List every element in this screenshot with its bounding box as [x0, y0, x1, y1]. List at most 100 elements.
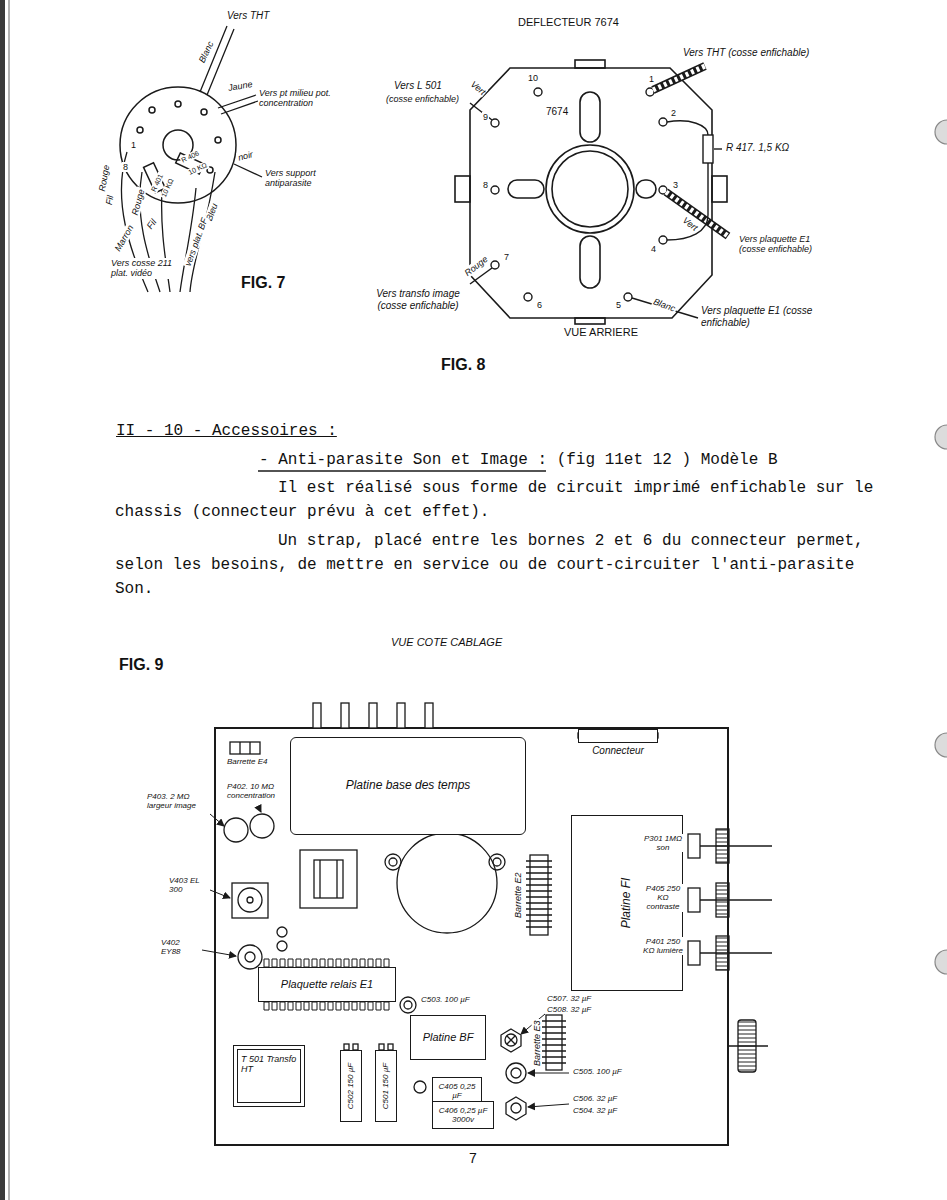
- component-outline: [506, 1097, 526, 1120]
- callout-label: R 417. 1,5 KΩ: [725, 142, 790, 154]
- shielded-wire: [666, 192, 728, 236]
- potentiometer: [716, 936, 729, 970]
- component-outline: [400, 997, 416, 1013]
- section-heading: II - 10 - Accessoires :: [115, 422, 338, 440]
- potentiometer: [688, 829, 772, 1072]
- terminal: [491, 186, 499, 194]
- callout-label: Vers THT: [226, 10, 270, 22]
- chassis-pin: [313, 703, 321, 728]
- terminal: [659, 236, 667, 244]
- chassis-pin: [369, 703, 377, 728]
- callout-label: Blanc: [651, 296, 678, 314]
- callout-label: 7674: [545, 106, 569, 118]
- deflector-plate: [546, 145, 634, 233]
- potentiometer: [700, 845, 772, 846]
- tube-socket: [120, 87, 236, 203]
- component-label: C406 0,25 µF 3000v: [435, 1106, 491, 1124]
- wire: [121, 26, 262, 292]
- component-outline: [505, 1034, 517, 1046]
- shielded-wire: [666, 192, 728, 236]
- component-outline: [404, 1001, 412, 1009]
- callout-label: Vert: [680, 214, 701, 233]
- pin-number: 10: [527, 73, 539, 83]
- terminal: [491, 88, 667, 301]
- deflector-plate: [575, 60, 605, 68]
- callout-label: P402. 10 MΩ concentration: [226, 782, 290, 800]
- callout-label: Blanc: [196, 39, 216, 66]
- component-label: T 501 Transfo HT: [241, 1054, 297, 1075]
- terminal: [659, 118, 667, 126]
- callout-label: Fil: [144, 216, 159, 231]
- callout-label: P401 250 KΩ lumière: [642, 937, 684, 955]
- pin-number: 7: [503, 252, 510, 262]
- leader-line: [258, 806, 261, 812]
- component-outline: [232, 883, 268, 918]
- component-outline: [493, 858, 501, 866]
- deflector-plate: [455, 176, 470, 202]
- binder-hole: [935, 425, 947, 449]
- callout-label: R 406: [179, 149, 201, 165]
- callout-label: Marron: [112, 222, 136, 254]
- capacitor: C501 150 µF: [375, 1050, 397, 1122]
- component-outline: [314, 860, 343, 898]
- component-outline: [511, 1103, 521, 1113]
- resistor-symbol: [703, 135, 713, 163]
- wire: [667, 121, 708, 240]
- callout-label: Jaune: [226, 79, 254, 94]
- shielded-wire: [653, 66, 728, 236]
- tube-socket: [175, 101, 181, 107]
- component-outline: [506, 1063, 526, 1083]
- component-outline: [385, 854, 401, 870]
- chassis: [215, 728, 728, 1145]
- component-outline: [277, 927, 287, 937]
- terminal: [524, 293, 532, 301]
- component-outline: [247, 897, 253, 903]
- callout-label: Rouge: [96, 163, 111, 193]
- deflector-plate: [470, 68, 712, 318]
- capacitor: C406 0,25 µF 3000v: [432, 1101, 494, 1129]
- terminal: [491, 119, 499, 127]
- chassis-pin: [313, 703, 433, 728]
- page-binding: [0, 0, 5, 1200]
- callout-label: Barrette E4: [226, 757, 268, 766]
- callout-label: Fil: [104, 193, 116, 206]
- wire: [234, 164, 262, 177]
- component-outline: [240, 742, 250, 754]
- chassis-pin: [397, 703, 405, 728]
- component-outline: [277, 941, 287, 951]
- pin-number: 6: [536, 300, 543, 310]
- callout-label: Vers cosse 211 plat. vidéo: [110, 258, 176, 279]
- tube-socket: [120, 87, 236, 203]
- component-label: Plaquette relais E1: [281, 978, 373, 991]
- callout-label: (cosse enfichable): [385, 94, 460, 104]
- component-outline: [542, 1021, 566, 1063]
- transformer: T 501 Transfo HT: [233, 1045, 305, 1107]
- chassis: [215, 728, 728, 1145]
- deflector-plate: [580, 92, 600, 142]
- binder-hole: [935, 120, 947, 144]
- wire: [714, 148, 722, 149]
- pin-number: 9: [482, 112, 489, 122]
- binder-hole: [935, 733, 947, 757]
- underline: [258, 470, 546, 471]
- component-outline: [507, 1036, 515, 1044]
- relay-strip-tags: [264, 1002, 389, 1010]
- shielded-wire: [653, 66, 705, 90]
- pin-number: 5: [615, 300, 622, 310]
- deflector-plate: [636, 180, 656, 198]
- pin-number: 2: [670, 108, 677, 118]
- component-outline: [238, 888, 262, 912]
- potentiometer: [700, 899, 772, 900]
- leader-line: [528, 1104, 569, 1107]
- audio-board: Platine BF: [410, 1015, 486, 1060]
- figure-number: FIG. 9: [118, 656, 164, 674]
- callout-label: Vers plaquette E1 (cosse enfichable): [700, 305, 814, 328]
- deflector-plate: [580, 236, 600, 288]
- deflector-plate: [508, 180, 544, 198]
- pin-number: 8: [482, 180, 489, 190]
- callout-label: P403. 2 MΩ largeur image: [146, 792, 210, 810]
- callout-label: C504. 32 µF: [572, 1106, 618, 1115]
- binder-hole: [935, 120, 947, 974]
- terminal: [534, 88, 542, 96]
- callout-label: C507. 32 µF: [546, 994, 592, 1003]
